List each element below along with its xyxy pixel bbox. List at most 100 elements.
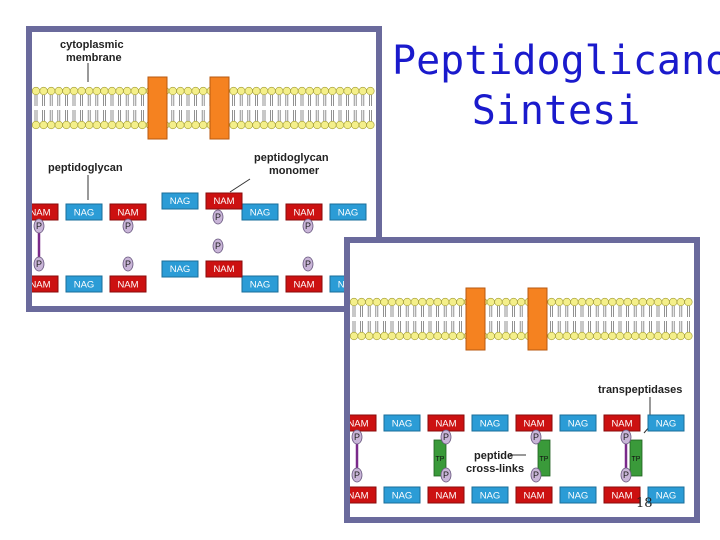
top-lipid-head-inner: [343, 120, 352, 130]
bottom-lipid-head-inner: [676, 331, 685, 341]
slide-title: Peptidoglicano Sintesi: [392, 36, 720, 136]
top-lipid-head-outer: [69, 86, 79, 96]
top-chain-nam-box-label: NAM: [523, 419, 544, 430]
phosphate-label: P: [305, 221, 311, 231]
top-chain-nag-box-label: NAG: [338, 208, 359, 219]
top-chain-nag-box-label: NAG: [74, 208, 95, 219]
phosphate-label: P: [354, 470, 360, 480]
peptidoglycan-monomer: NAG NAM NAG NAM: [161, 192, 243, 278]
top-lipid-head-outer: [244, 86, 253, 96]
top-lipid-head-outer: [62, 86, 71, 96]
bottom-lipid-head-outer: [372, 297, 381, 307]
top-chain-nam-box-label: NAM: [293, 208, 314, 219]
membrane-label-2: membrane: [66, 52, 122, 64]
bottom-lipid-head-inner: [395, 331, 404, 341]
top-lipid-head-outer: [107, 86, 117, 96]
monomer-nam-top: [205, 192, 243, 210]
top-chain-nag-box: [329, 203, 367, 221]
top-lipid-head-inner: [69, 120, 79, 130]
top-lipid-head-inner: [267, 120, 276, 130]
bottom-lipid-head-inner: [494, 331, 503, 341]
top-lipid-head-outer: [358, 86, 367, 96]
phosphate-label: P: [36, 221, 42, 231]
top-chain-nag-box-label: NAG: [480, 419, 501, 430]
bottom-lipid-head-inner: [577, 331, 587, 341]
bottom-lipid-head-outer: [593, 297, 602, 307]
top-lipid-head-outer: [100, 86, 109, 96]
top-lipid-head-inner: [320, 120, 329, 130]
bottom-lipid-head-outer: [638, 297, 647, 307]
bottom-chain-nag-box-label: NAG: [656, 491, 677, 502]
bottom-lipid-head-outer: [577, 297, 587, 307]
bottom-lipid-head-outer: [623, 297, 632, 307]
top-lipid-head-inner: [138, 120, 147, 130]
top-lipid-head-outer: [138, 86, 147, 96]
phosphate: [212, 238, 224, 254]
top-lipid-head-inner: [62, 120, 71, 130]
top-lipid-head-inner: [92, 120, 101, 130]
bottom-chain-nag-box: [647, 486, 685, 504]
top-lipid-head-inner: [123, 120, 132, 130]
top-lipid-head-inner: [305, 120, 314, 130]
phosphate-label: P: [215, 241, 221, 251]
monomer-leader-line: [229, 178, 251, 193]
bottom-chain-nam-box: [603, 486, 641, 504]
bottom-chain-nag-box: [559, 486, 597, 504]
top-lipid-head-outer: [115, 86, 124, 96]
top-lipid-head-outer: [275, 86, 284, 96]
top-lipid-head-inner: [358, 120, 367, 130]
bottom-chain-nam-box-label: NAM: [117, 280, 138, 291]
top-lipid-head-outer: [229, 86, 238, 96]
top-lipid-head-outer: [54, 86, 63, 96]
top-lipid-head-inner: [107, 120, 117, 130]
bottom-lipid-head-outer: [661, 297, 670, 307]
top-lipid-head-outer: [252, 86, 261, 96]
bottom-lipid-head-outer: [570, 297, 579, 307]
top-chain-nag-box-label: NAG: [656, 419, 677, 430]
cytoplasmic-membrane-2: [350, 297, 694, 341]
title-line-2: Sintesi: [471, 88, 641, 134]
top-lipid-head-outer: [366, 86, 375, 96]
phosphate: [620, 429, 632, 445]
bottom-lipid-head-outer: [456, 297, 465, 307]
top-lipid-head-outer: [92, 86, 101, 96]
bottom-lipid-head-inner: [615, 331, 625, 341]
top-chain-nam-box: [285, 203, 323, 221]
cytoplasmic-membrane: [32, 86, 376, 130]
top-lipid-head-outer: [47, 86, 56, 96]
top-lipid-head-inner: [366, 120, 375, 130]
bottom-lipid-head-inner: [387, 331, 397, 341]
bottom-lipid-head-outer: [631, 297, 640, 307]
phosphate: [440, 467, 452, 483]
top-lipid-head-outer: [168, 86, 177, 96]
transpeptidase-tp: [629, 439, 643, 477]
transpeptidase-tp: [537, 439, 551, 477]
top-lipid-head-inner: [176, 120, 185, 130]
bottom-lipid-head-inner: [638, 331, 647, 341]
top-lipid-head-inner: [282, 120, 291, 130]
bottom-chain-nag-box: [65, 275, 103, 293]
top-lipid-head-outer: [237, 86, 246, 96]
bottom-lipid-head-outer: [357, 297, 366, 307]
transpeptidase-tp: [433, 439, 447, 477]
top-lipid-head-outer: [320, 86, 329, 96]
phosphate: [33, 256, 45, 272]
title-line-1: Peptidoglicano: [392, 38, 720, 84]
bottom-lipid-head-outer: [653, 297, 663, 307]
bottom-chain-nag-box-label: NAG: [392, 491, 413, 502]
monomer-label-1: peptidoglycan: [254, 152, 329, 164]
membrane-channel-2: [209, 76, 230, 140]
top-chain-nam-box-label: NAM: [117, 208, 138, 219]
monomer-nag-top-label: NAG: [170, 196, 191, 207]
top-lipid-head-inner: [335, 120, 345, 130]
phosphate: [530, 429, 542, 445]
bottom-lipid-head-outer: [410, 297, 419, 307]
monomer-nag-bottom: [161, 260, 199, 278]
monomer-label-2: monomer: [269, 165, 320, 177]
top-lipid-head-inner: [199, 120, 208, 130]
